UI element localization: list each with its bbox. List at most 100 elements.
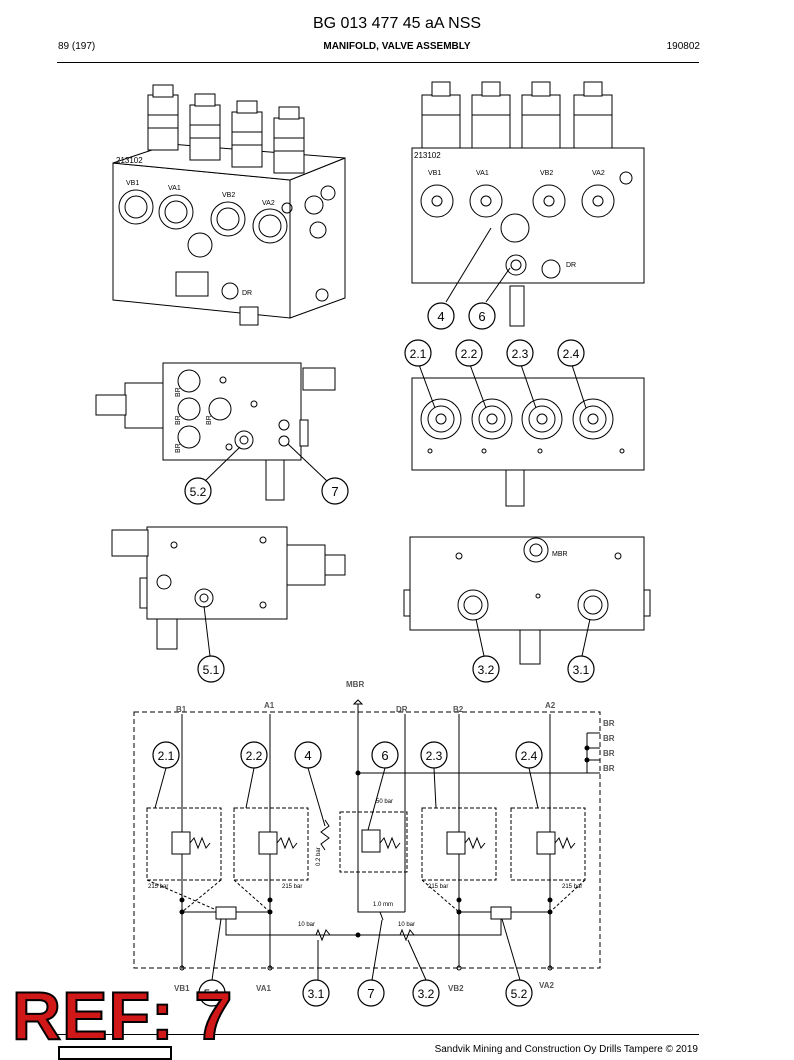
callout-3-1-upper-label: 3.1: [573, 663, 590, 677]
front-label-dr: DR: [566, 262, 576, 269]
schem-orifice: 1.0 mm: [373, 902, 393, 908]
header-rule: [57, 62, 699, 63]
schem-port-b1: B1: [176, 705, 187, 714]
schem-port-vb1: VB1: [174, 984, 190, 993]
left-label-br-2: BR: [175, 415, 182, 425]
top-view: [411, 361, 645, 507]
callout-7-upper: [321, 477, 349, 505]
front-block-code: 213102: [414, 151, 441, 160]
schem-port-vb2: VB2: [448, 984, 464, 993]
callout-5-2-schem: [505, 979, 533, 1007]
callout-5-2-upper-label: 5.2: [190, 485, 207, 499]
schem-pressure-02: 0.2 bar: [316, 847, 322, 866]
callout-5-1-upper-label: 5.1: [203, 663, 220, 677]
callout-2-2-upper: [455, 339, 483, 367]
callout-3-2-schem-label: 3.2: [418, 987, 435, 1001]
left-label-br-3: BR: [206, 415, 213, 425]
front-label-va2: VA2: [592, 170, 605, 177]
callouts: 4 6 2.1 2.2 2.3 2.4 5.2 7 5.1 3.2 3.1 2.…: [152, 302, 595, 1007]
callout-2-2-upper-label: 2.2: [461, 347, 478, 361]
callout-6-schem: [371, 741, 399, 769]
rear-view: MBR: [403, 536, 651, 665]
document-number: BG 013 477 45 aA NSS: [312, 15, 482, 32]
schem-port-a2: A2: [545, 701, 556, 710]
callout-3-1-upper: [567, 655, 595, 683]
left-side-view: BR BR BR BR: [95, 362, 336, 501]
front-label-va1: VA1: [476, 170, 489, 177]
schem-port-b2: B2: [453, 705, 464, 714]
left-label-br-1: BR: [175, 387, 182, 397]
ref-overlay: REF: 7: [11, 978, 234, 1054]
callout-6-upper-label: 6: [478, 309, 485, 324]
callout-5-2-upper: [184, 477, 212, 505]
schem-port-mbr: MBR: [346, 680, 364, 689]
callout-4-upper: [427, 302, 455, 330]
callout-2-3-schem: [420, 741, 448, 769]
callout-2-4-upper-label: 2.4: [563, 347, 580, 361]
callout-3-2-schem: [412, 979, 440, 1007]
callout-4-schem-label: 4: [304, 748, 311, 763]
schem-pressure-24: 215 bar: [562, 884, 582, 890]
callout-2-4-schem: [515, 741, 543, 769]
iso-label-va1: VA1: [168, 185, 181, 192]
schem-pressure-21: 215 bar: [148, 884, 168, 890]
callout-2-3-upper: [506, 339, 534, 367]
schem-pressure-50: 50 bar: [376, 799, 393, 805]
callout-5-1-upper: [197, 655, 225, 683]
schem-pressure-23: 215 bar: [428, 884, 448, 890]
callout-2-1-upper: [404, 339, 432, 367]
callout-6-schem-label: 6: [381, 748, 388, 763]
revision-date: 190802: [666, 41, 700, 52]
iso-label-dr: DR: [242, 290, 252, 297]
callout-2-2-schem: [240, 741, 268, 769]
callout-2-3-upper-label: 2.3: [512, 347, 529, 361]
callout-7-schem-label: 7: [367, 986, 374, 1001]
callout-6-upper: [468, 302, 496, 330]
schem-pressure-10-right: 10 bar: [398, 922, 415, 928]
schem-port-br-4: BR: [603, 764, 615, 773]
iso-label-vb2: VB2: [222, 192, 235, 199]
schem-port-a1: A1: [264, 701, 275, 710]
iso-block-code: 213102: [116, 156, 143, 165]
schem-port-va1: VA1: [256, 984, 272, 993]
schem-pressure-10-left: 10 bar: [298, 922, 315, 928]
section-title: MANIFOLD, VALVE ASSEMBLY: [323, 41, 471, 52]
callout-3-2-upper-label: 3.2: [478, 663, 495, 677]
page-number: 89 (197): [58, 41, 96, 52]
rear-label-mbr: MBR: [552, 551, 568, 558]
callout-2-1-schem: [152, 741, 180, 769]
callout-2-1-upper-label: 2.1: [410, 347, 427, 361]
front-label-vb2: VB2: [540, 170, 553, 177]
callout-2-4-upper: [557, 339, 585, 367]
schem-pressure-22: 215 bar: [282, 884, 302, 890]
callout-5-1-schem: [198, 979, 226, 1007]
callout-3-2-upper: [472, 655, 500, 683]
iso-label-va2: VA2: [262, 200, 275, 207]
footer-rule: [57, 1034, 699, 1035]
iso-view: 213102 VB1 VA1 VB2 VA2 DR: [112, 84, 346, 326]
right-side-view: [111, 526, 346, 657]
schem-port-br-2: BR: [603, 734, 615, 743]
callout-5-2-schem-label: 5.2: [511, 987, 528, 1001]
schem-port-dr: DR: [396, 705, 408, 714]
callout-5-1-schem-label: 5.1: [204, 987, 221, 1001]
callout-4-schem: [294, 741, 322, 769]
footer-copyright: Sandvik Mining and Construction Oy Drill…: [434, 1044, 698, 1055]
front-label-vb1: VB1: [428, 170, 441, 177]
callout-7-schem: [357, 979, 385, 1007]
schem-port-va2: VA2: [539, 981, 555, 990]
callout-2-1-schem-label: 2.1: [158, 749, 175, 763]
hydraulic-schematic: MBR B1 A1 DR B2 A2 BR BR BR BR: [133, 680, 615, 993]
callout-3-1-schem: [302, 979, 330, 1007]
iso-cartridges: [147, 84, 305, 174]
iso-label-vb1: VB1: [126, 180, 139, 187]
schem-port-br-1: BR: [603, 719, 615, 728]
callout-7-upper-label: 7: [331, 484, 338, 499]
callout-4-upper-label: 4: [437, 309, 444, 324]
callout-2-2-schem-label: 2.2: [246, 749, 263, 763]
callout-3-1-schem-label: 3.1: [308, 987, 325, 1001]
schem-port-br-3: BR: [603, 749, 615, 758]
front-view: 213102 VB1 VA1 VB2 VA2 DR: [411, 81, 645, 327]
callout-2-4-schem-label: 2.4: [521, 749, 538, 763]
